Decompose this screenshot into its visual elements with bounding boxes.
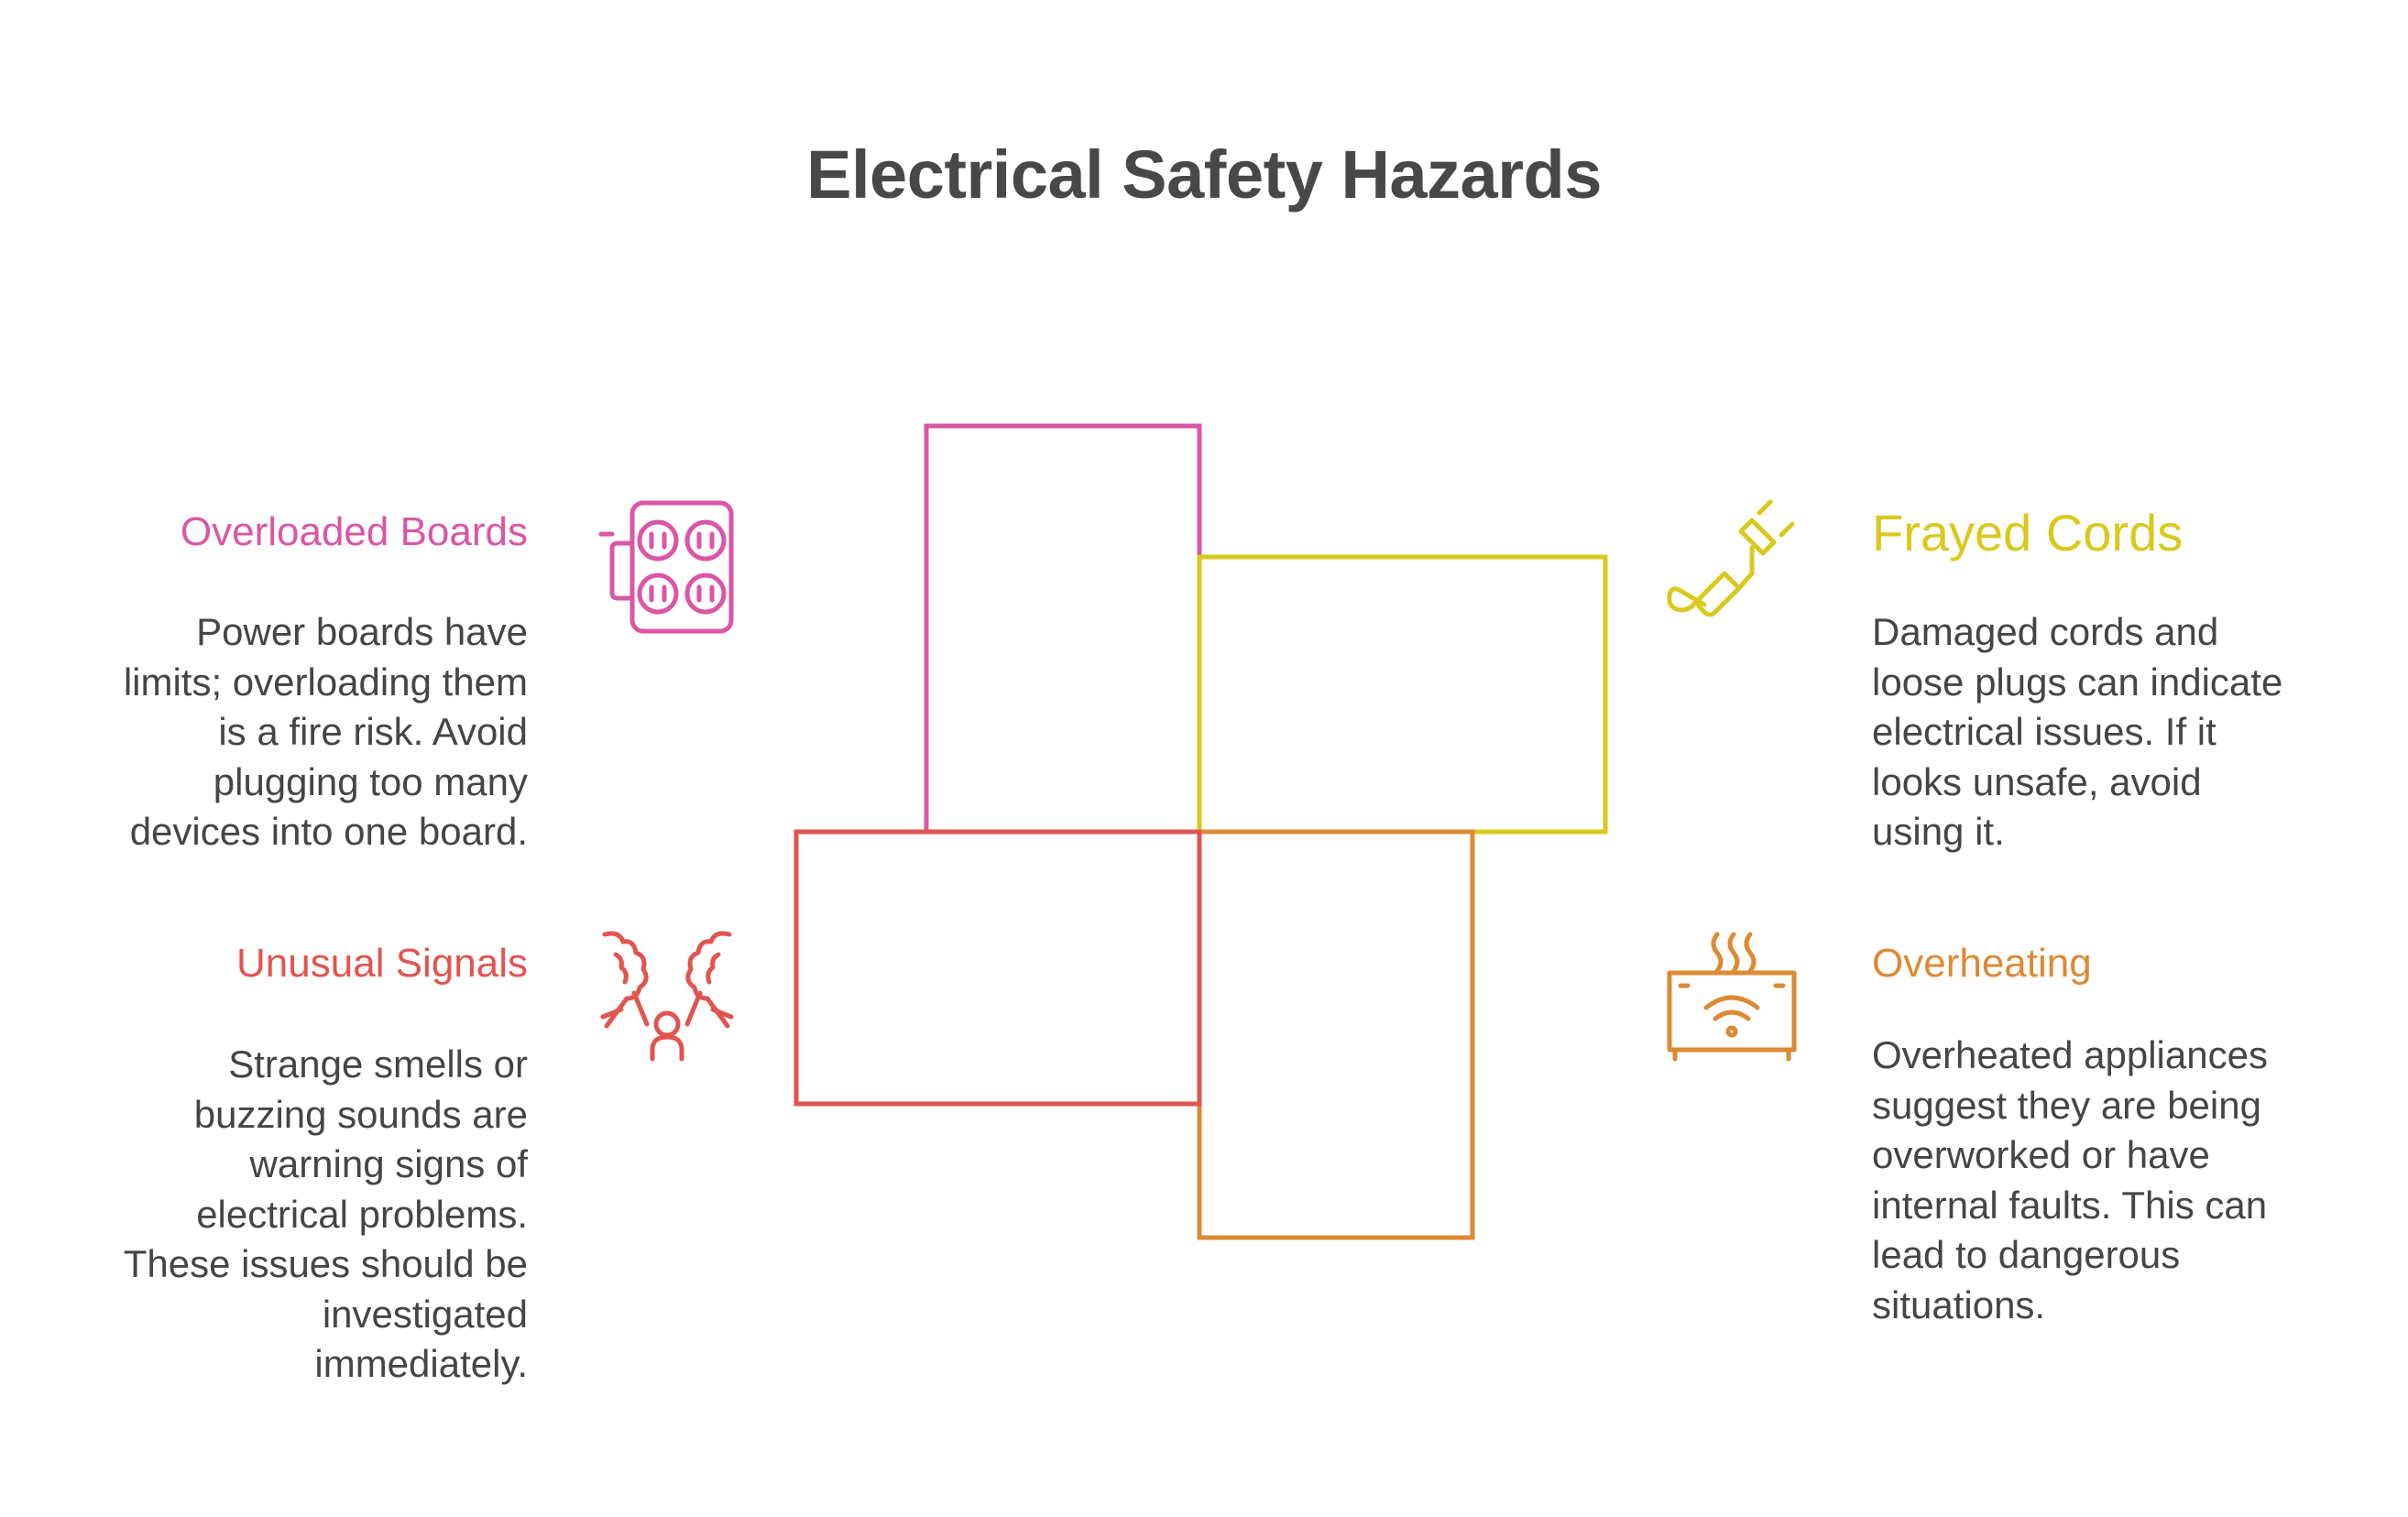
overheating-body: Overheated appliances suggest they are b… <box>1872 1033 2268 1326</box>
frayed-cords-body: Damaged cords and loose plugs can indica… <box>1872 610 2283 853</box>
page-title: Electrical Safety Hazards <box>806 136 1602 213</box>
unusual-signals-block <box>794 829 1202 1107</box>
overloaded-boards-heading: Overloaded Boards <box>180 509 528 554</box>
overheating-block <box>1197 829 1475 1240</box>
unusual-signals-body: Strange smells or buzzing sounds are war… <box>123 1042 528 1385</box>
frayed-plug-icon <box>1667 499 1795 617</box>
frayed-cords-block <box>1197 554 1608 835</box>
unusual-signals-heading: Unusual Signals <box>236 941 528 986</box>
overloaded-boards-block <box>924 423 1202 835</box>
power-board-icon <box>598 500 734 634</box>
overloaded-boards-body: Power boards have limits; overloading th… <box>123 610 528 853</box>
hot-appliance-icon <box>1667 932 1797 1062</box>
frayed-cords-heading: Frayed Cords <box>1872 504 2184 562</box>
smoke-person-icon <box>600 931 734 1062</box>
overheating-heading: Overheating <box>1872 941 2092 986</box>
